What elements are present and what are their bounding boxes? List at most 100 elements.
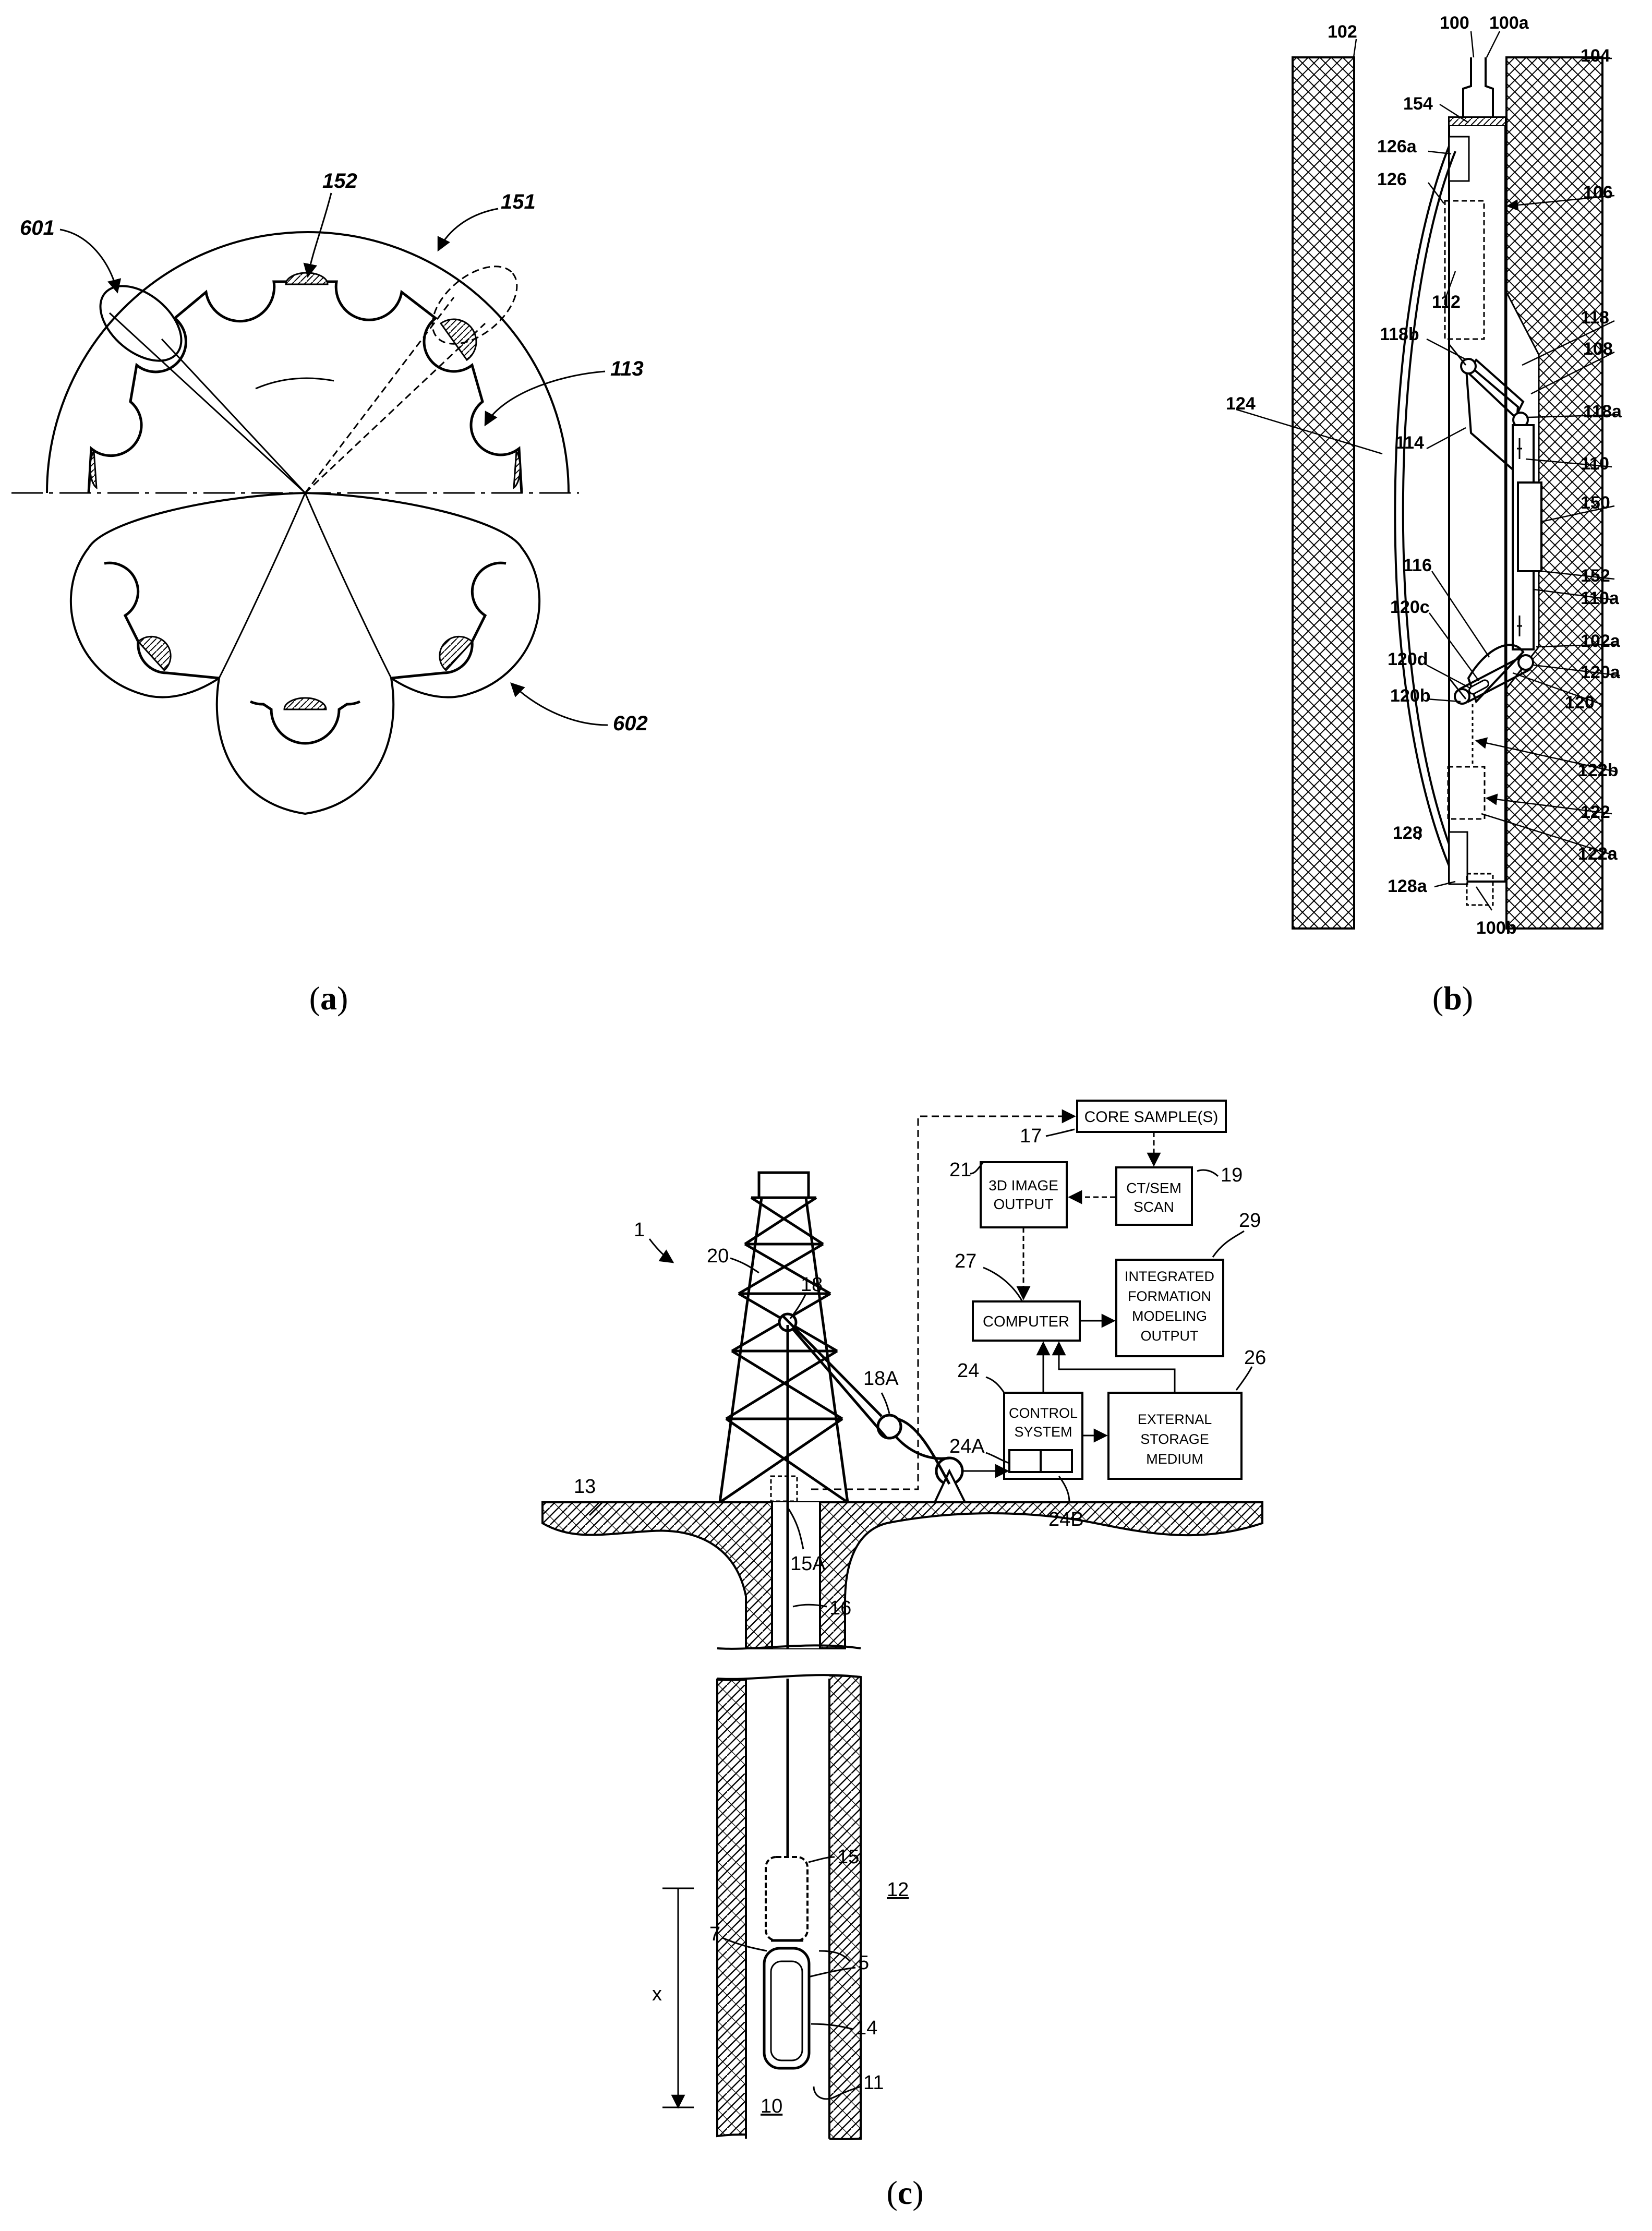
label-106: 106 — [1583, 183, 1613, 202]
arm-116 — [1467, 644, 1525, 704]
lower-scallops — [104, 561, 507, 745]
label-122a: 122a — [1578, 844, 1618, 864]
pivot-118b — [1460, 358, 1477, 375]
insert-upper-right-2 — [439, 318, 477, 361]
tool-stem-100a — [1462, 57, 1494, 118]
slot-120d — [1468, 679, 1489, 695]
label-120b: 120b — [1390, 686, 1431, 706]
label-128: 128 — [1393, 823, 1422, 843]
text-integrated-2: FORMATION — [1128, 1288, 1211, 1304]
label-24A: 24A — [949, 1436, 985, 1457]
cable-16 — [781, 1315, 951, 1857]
cutter-profile-113 — [87, 280, 523, 493]
label-104: 104 — [1581, 46, 1610, 66]
insert-152 — [285, 272, 329, 285]
label-15: 15 — [837, 1846, 859, 1868]
block-126a — [1448, 136, 1470, 182]
panel-b-labels: 102 100 100a 104 154 126a 126 106 112 11… — [1226, 13, 1622, 938]
module-112 — [1444, 200, 1485, 340]
label-19: 19 — [1221, 1164, 1243, 1186]
label-150: 150 — [1581, 493, 1610, 513]
label-113: 113 — [610, 357, 644, 380]
label-122b: 122b — [1578, 761, 1619, 780]
text-storage-2: STORAGE — [1140, 1431, 1209, 1447]
lower-lobes-602 — [69, 492, 541, 815]
label-601: 601 — [20, 216, 55, 239]
text-integrated-4: OUTPUT — [1141, 1328, 1199, 1344]
label-15A: 15A — [790, 1553, 826, 1575]
text-3d-image-2: OUTPUT — [993, 1196, 1053, 1212]
label-118: 118 — [1581, 308, 1609, 328]
lobe-divider-right — [304, 492, 392, 679]
formation-wall-left — [1292, 56, 1355, 930]
insert-lower-right — [439, 635, 474, 672]
text-control-2: SYSTEM — [1014, 1424, 1072, 1440]
label-21: 21 — [949, 1159, 971, 1181]
pivot-120b — [1454, 688, 1470, 705]
label-29: 29 — [1239, 1210, 1261, 1232]
label-100a: 100a — [1489, 13, 1529, 33]
leader-113 — [484, 370, 606, 427]
label-118b: 118b — [1380, 324, 1419, 344]
leader-602 — [510, 682, 608, 726]
break-line-bottom — [717, 1674, 861, 1680]
borehole-upper — [772, 1502, 820, 1648]
tool-15 — [765, 1856, 809, 1941]
label-110a: 110a — [1581, 588, 1620, 608]
label-152: 152 — [322, 170, 357, 192]
pad-bump-top — [1517, 438, 1522, 459]
panel-a: 601 152 151 113 602 (a) — [11, 170, 648, 1017]
box-integrated — [1115, 1259, 1224, 1357]
label-120: 120 — [1565, 693, 1595, 713]
ray-dashed-a — [304, 297, 455, 493]
derrick-20 — [718, 1171, 849, 1504]
caption-b: (b) — [1432, 980, 1473, 1017]
box-24B — [1040, 1449, 1073, 1473]
module-100b — [1466, 873, 1494, 906]
label-122: 122 — [1581, 802, 1610, 822]
box-storage — [1107, 1392, 1243, 1480]
text-core-sample: CORE SAMPLE(S) — [1084, 1108, 1219, 1126]
label-24B: 24B — [1048, 1509, 1084, 1530]
label-112: 112 — [1432, 292, 1461, 312]
label-100b: 100b — [1476, 918, 1517, 938]
label-13: 13 — [574, 1476, 596, 1498]
text-storage-1: EXTERNAL — [1138, 1412, 1212, 1427]
label-14: 14 — [855, 2017, 877, 2039]
text-ctsem-2: SCAN — [1134, 1199, 1174, 1215]
box-15A — [770, 1475, 798, 1502]
box-24A — [1008, 1449, 1042, 1473]
panel-c-leaders — [588, 1128, 1253, 2100]
text-computer: COMPUTER — [983, 1313, 1069, 1330]
label-x: x — [652, 1983, 662, 2005]
text-ctsem-1: CT/SEM — [1126, 1180, 1181, 1196]
label-120c: 120c — [1390, 597, 1430, 617]
label-12: 12 — [887, 1879, 909, 1901]
label-152: 152 — [1581, 566, 1610, 586]
insert-left-upper — [89, 449, 98, 490]
ray-601-b — [161, 338, 306, 494]
text-control-1: CONTROL — [1009, 1405, 1078, 1421]
caption-a: (a) — [309, 980, 348, 1017]
cutter-dashed-ellipse — [431, 266, 518, 345]
sensor-150 — [1517, 481, 1542, 572]
lobe-divider-left — [218, 492, 306, 679]
label-102a: 102a — [1581, 631, 1621, 651]
ground-surface-13 — [541, 1501, 1263, 1649]
label-151: 151 — [501, 190, 536, 213]
label-120d: 120d — [1388, 649, 1428, 669]
band-154 — [1449, 117, 1506, 126]
label-114: 114 — [1395, 433, 1424, 453]
box-core-sample — [1076, 1100, 1227, 1133]
module-122a — [1447, 766, 1486, 820]
leader-601 — [59, 228, 122, 294]
label-5: 5 — [858, 1952, 869, 1974]
cutter-601-ellipse — [99, 285, 183, 362]
pivot-120a — [1517, 654, 1534, 671]
leader-151 — [437, 208, 499, 252]
break-line-top — [717, 1644, 861, 1650]
ray-601-a — [108, 312, 306, 494]
arc-mark — [255, 377, 334, 390]
panel-b: 102 100 100a 104 154 126a 126 106 112 11… — [1226, 13, 1622, 1017]
